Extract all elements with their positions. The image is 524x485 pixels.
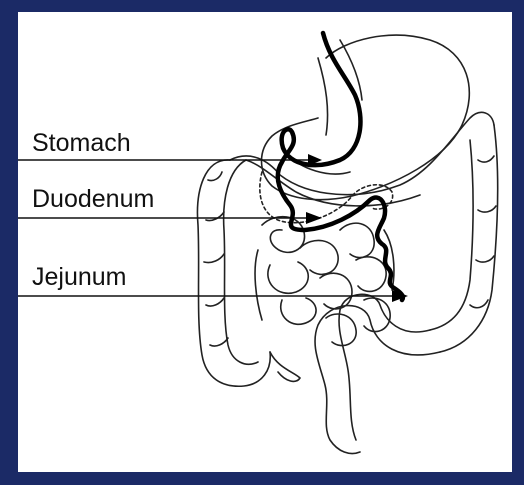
sigmoid-rectum-outline bbox=[315, 306, 440, 454]
descending-colon-outline bbox=[440, 125, 498, 352]
jejunum-label: Jejunum bbox=[32, 265, 127, 290]
duodenum-label: Duodenum bbox=[32, 187, 154, 212]
stomach-outline bbox=[262, 35, 470, 199]
ascending-colon-outline bbox=[197, 160, 270, 386]
appendix-outline bbox=[270, 352, 300, 381]
feeding-tube-path bbox=[278, 33, 403, 300]
pointer-arrow bbox=[306, 212, 322, 224]
esophagus-outline bbox=[318, 40, 362, 135]
stomach-label: Stomach bbox=[32, 131, 131, 156]
